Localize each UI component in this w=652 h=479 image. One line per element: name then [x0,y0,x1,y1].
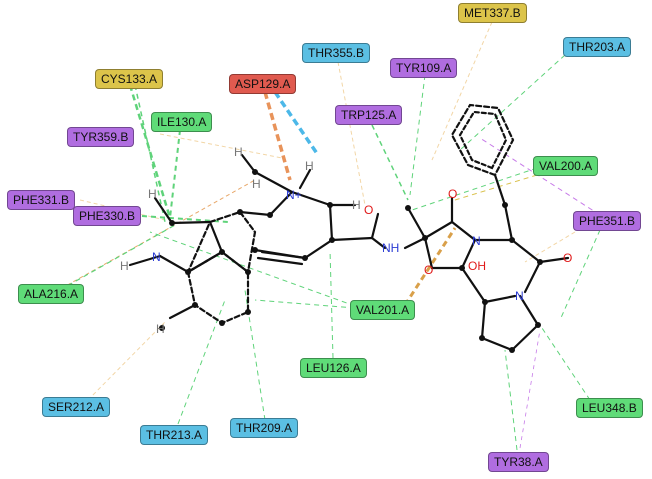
atom-h-indole-n: H [120,259,129,273]
atom-n-indole: N [152,250,161,264]
residue-val201: VAL201.A [350,300,416,320]
residue-thr213: THR213.A [140,425,209,445]
ergoline-double-bond [260,250,307,260]
interaction-phe351 [559,229,601,321]
residue-thr203: THR203.A [563,37,632,57]
n-to-ring [460,266,487,304]
interaction-asp129-orange [263,91,292,181]
interaction-trp125 [371,124,409,201]
residue-tyr109: TYR109.A [390,58,458,78]
atom-n-plus: N+ [286,188,302,202]
h-bond-c2 [153,196,174,225]
interaction-phe351-pi [479,137,601,216]
atom-h-nplus: H [305,159,314,173]
atom-oh: OH [468,259,486,273]
to-lactam [510,238,542,264]
residue-thr355: THR355.B [302,43,371,63]
atom-h-c12: H [156,322,165,336]
carbonyl-o [370,212,380,240]
interaction-asp129-blue [273,91,320,156]
atom-nh-amide: NH [382,241,399,255]
residue-thr209: THR209.A [230,418,299,438]
atom-h-c2: H [148,187,157,201]
interaction-val201-b [254,299,356,309]
h-bond-indole-n [128,254,162,267]
carbonyl-1 [330,236,374,242]
residue-asp129: ASP129.A [229,74,297,94]
phenyl-ring-inner [458,110,508,170]
residue-met337: MET337.B [458,3,527,23]
atom-h-ring: H [252,177,261,191]
interaction-ser212 [87,321,166,401]
interaction-leu126 [329,249,334,359]
interaction-cys133 [128,84,172,219]
residue-phe351: PHE351.B [573,211,642,231]
indole-benzene-ring [185,210,257,275]
ring-c-n [483,294,517,304]
atom-o-carbonyl: O [364,203,373,217]
molecule [128,103,570,352]
h-bond-c12 [168,303,197,320]
interaction-val201 [149,231,356,307]
interaction-thr203 [459,54,566,151]
residue-phe331: PHE331.B [7,190,76,210]
atom-o-lactam: O [563,251,572,265]
atom-n-ring: N [472,234,481,248]
interaction-val200 [411,167,538,211]
atom-n-pyrrolidine: N [515,289,524,303]
h-bond-n [298,168,312,190]
phenyl-ring [450,103,515,177]
interaction-tyr359 [159,133,283,159]
interaction-phe351-h [524,231,576,263]
residue-tyr359: TYR359.B [67,127,135,147]
residue-cys133: CYS133.A [95,69,164,89]
oxazolidine-ring [406,206,427,240]
residue-ile130: ILE130.A [151,112,213,132]
lactam-o [538,256,570,264]
interaction-ile130 [169,129,181,219]
interaction-thr355 [337,61,366,206]
oxazolidine-ring-2 [423,220,477,270]
residue-trp125: TRP125.A [335,105,403,125]
atom-labels: N+ H H H H O NH O N O OH O N N H H H [120,145,572,336]
atom-o-keto: O [448,187,457,201]
interaction-tyr109 [409,74,426,196]
amide-to-spiro [403,236,427,250]
residue-ser212: SER212.A [42,397,111,417]
methyl-h [240,153,257,174]
benzyl-ch2 [493,173,507,207]
ergoline-double-bond-2 [256,256,304,266]
interaction-ala216 [59,224,176,291]
atom-h-c10: H [352,198,361,212]
amide-n [370,236,387,250]
interaction-leu348 [539,324,591,401]
interaction-tyr38 [504,349,518,451]
atom-o-ring: O [424,263,433,277]
residue-tyr38: TYR38.A [488,452,549,472]
pyrrolidine-ring [480,294,540,352]
to-benzyl [503,203,514,242]
residue-phe330: PHE330.B [73,206,142,226]
atom-dots [159,169,543,353]
residue-ala216: ALA216.A [18,284,85,304]
lactam-n [523,260,542,294]
interaction-tyr38-pi [519,329,541,449]
residue-leu348: LEU348.B [576,398,643,418]
n-methyl [253,170,294,194]
interaction-lines [54,21,601,451]
indole-benzene-lower [186,250,250,325]
interaction-thr213 [177,299,226,425]
atom-h-methyl: H [234,145,243,159]
residue-val200: VAL200.A [533,156,599,176]
residue-leu126: LEU126.A [300,358,367,378]
interaction-val201-orange [403,227,457,306]
